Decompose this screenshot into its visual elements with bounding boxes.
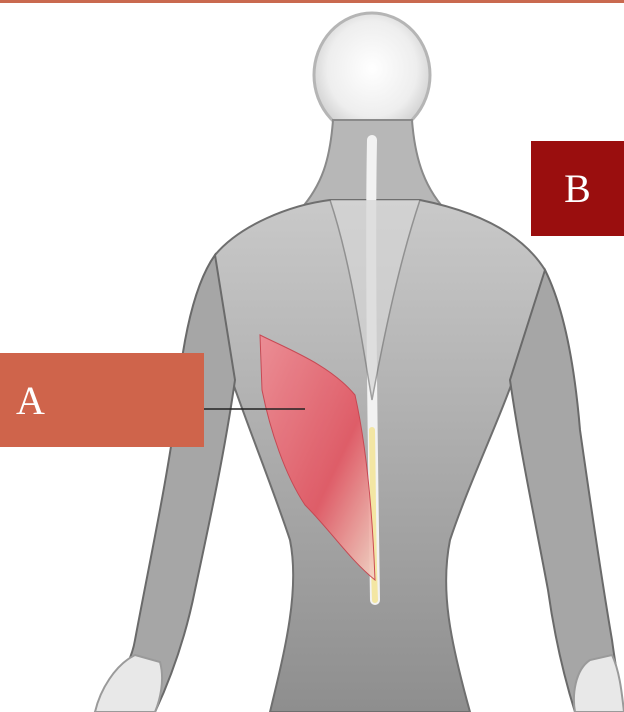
head (314, 13, 430, 137)
label-b-box: B (531, 141, 624, 236)
label-a-box: A (0, 353, 204, 447)
left-arm (95, 255, 235, 712)
label-b-text: B (564, 165, 591, 212)
right-arm (510, 270, 624, 712)
left-hand (95, 655, 162, 712)
label-a-text: A (16, 377, 45, 424)
